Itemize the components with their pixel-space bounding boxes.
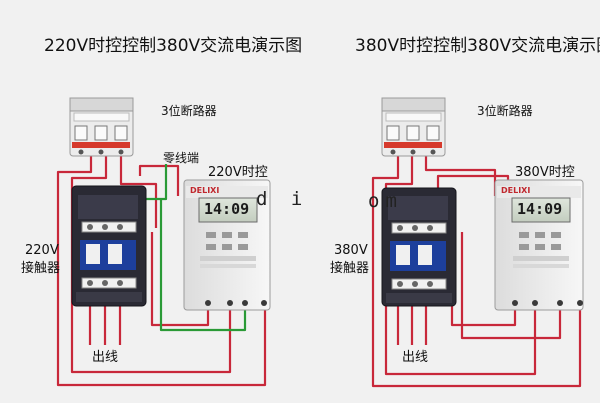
right-timer-label: 380V时控 [515, 165, 575, 180]
right-diagram [371, 97, 584, 388]
left-contactor-label-2: 接触器 [21, 261, 61, 276]
right-contactor-label-1: 380V [334, 243, 368, 258]
right-timer-brand: DELIXI [501, 186, 531, 195]
left-title: 220V时控控制380V交流电演示图 [44, 36, 303, 56]
right-timer [494, 179, 584, 311]
left-diagram [56, 97, 271, 387]
right-wire-l1 [371, 150, 582, 388]
left-wires [56, 150, 267, 387]
right-title: 380V时控控制380V交流电演示图 [355, 36, 600, 56]
watermark-text-1: d i [256, 188, 309, 210]
watermark-text-2: om [368, 190, 403, 212]
right-wire-coil-2 [460, 232, 562, 340]
left-breaker-label: 3位断路器 [161, 104, 217, 118]
left-neutral-label: 零线端 [163, 151, 200, 165]
left-wire-l3 [119, 150, 158, 228]
left-timer-brand: DELIXI [190, 186, 220, 195]
left-output-label: 出线 [92, 350, 119, 365]
right-output-label: 出线 [402, 350, 429, 365]
right-breaker [381, 97, 446, 157]
left-wire-l1 [56, 150, 267, 387]
left-wire-coil [150, 232, 210, 327]
left-timer [183, 179, 271, 311]
left-timer-display: 14:09 [204, 200, 250, 218]
left-wire-neutral-2 [159, 199, 247, 332]
left-wire-supply-timer [138, 164, 180, 196]
left-contactor [71, 185, 147, 307]
right-contactor [381, 187, 457, 307]
right-breaker-label: 3位断路器 [477, 104, 533, 118]
left-breaker [69, 97, 134, 157]
left-contactor-label-1: 220V [25, 243, 59, 258]
right-timer-display: 14:09 [517, 200, 563, 218]
left-timer-label: 220V时控 [208, 165, 268, 180]
right-contactor-label-2: 接触器 [330, 261, 370, 276]
